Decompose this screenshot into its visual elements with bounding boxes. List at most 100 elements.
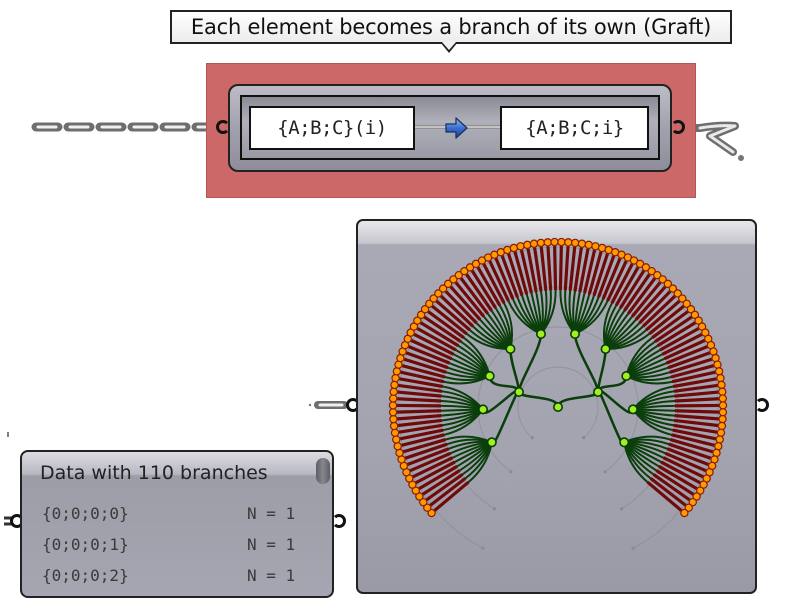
leaf-spoke: [397, 390, 442, 398]
leaf-node: [415, 492, 424, 501]
leaf-node: [668, 284, 678, 293]
leaf-node: [641, 263, 651, 272]
leaf-node: [449, 275, 458, 284]
leaf-spoke: [413, 333, 455, 356]
branch-path: {0;0;0;0}: [42, 504, 129, 523]
wire-fragment: [738, 155, 744, 161]
leaf-node: [509, 243, 519, 253]
leaf-node: [543, 238, 552, 247]
leaf-spoke: [546, 246, 553, 291]
data-panel[interactable]: Data with 110 branches {0;0;0;0} N = 1 {…: [20, 450, 334, 598]
leaf-spoke: [630, 281, 662, 318]
leaf-node: [392, 367, 402, 376]
leaf-spoke: [658, 464, 698, 490]
viewer-input-wire[interactable]: [308, 401, 348, 409]
leaf-node: [438, 284, 448, 293]
leaf-node: [682, 299, 691, 308]
leaf-spoke: [660, 460, 701, 485]
tree-branch: [573, 332, 600, 394]
leaf-node: [663, 279, 673, 289]
panel-input-grip[interactable]: [10, 514, 24, 528]
leaf-node: [718, 387, 727, 396]
leaf-spoke: [470, 269, 498, 309]
branch-node: [593, 387, 604, 398]
leaf-node: [434, 289, 443, 298]
leaf-node: [690, 310, 700, 320]
guide-arc: [477, 326, 639, 473]
leaf-spoke: [661, 333, 703, 356]
leaf-node: [423, 503, 432, 512]
leaf-node: [717, 380, 726, 390]
branch-node: [514, 387, 525, 398]
leaf-node: [684, 503, 693, 512]
leaf-spoke: [519, 249, 534, 294]
leaf-spoke: [423, 315, 462, 343]
leaf-spoke: [397, 409, 442, 414]
tree-branch: [517, 390, 560, 409]
leaf-spoke: [618, 269, 646, 309]
leaf-spoke: [409, 451, 452, 473]
leaf-spoke: [563, 246, 570, 291]
leaf-node: [460, 266, 469, 276]
panel-output-grip[interactable]: [332, 514, 346, 528]
leaf-spoke: [638, 290, 672, 325]
panel-scrollbar[interactable]: [316, 458, 330, 484]
leaf-node: [718, 414, 727, 424]
viewer-output-grip[interactable]: [755, 398, 769, 412]
leaf-node: [389, 421, 399, 431]
graft-input-grip[interactable]: [216, 120, 230, 134]
leaf-spoke: [410, 339, 453, 361]
leaf-node: [647, 266, 656, 276]
leaf-spoke: [513, 251, 529, 295]
leaf-spoke: [507, 253, 524, 297]
leaf-spoke: [425, 473, 464, 502]
branch-count: N = 1: [247, 504, 296, 523]
leaf-spoke: [646, 480, 683, 512]
leaf-spoke: [668, 442, 712, 460]
leaf-spoke: [669, 438, 714, 454]
leaf-spoke: [674, 418, 719, 428]
branch-node: [619, 437, 630, 448]
leaf-spoke: [476, 266, 502, 307]
leaf-spoke: [429, 477, 467, 507]
leaf-node: [564, 238, 573, 247]
leaf-spoke: [674, 414, 719, 421]
leaf-node: [389, 414, 398, 424]
branch-node: [535, 328, 546, 339]
leaf-node: [529, 239, 539, 248]
leaf-node: [717, 421, 727, 431]
leaf-spoke: [401, 364, 446, 379]
tree-viewer[interactable]: [356, 219, 757, 594]
branch-path: {0;0;0;1}: [42, 535, 129, 554]
leaf-node: [718, 401, 728, 410]
leaf-node: [413, 316, 422, 325]
guide-arc-end: [530, 436, 534, 440]
tree-branch: [440, 408, 485, 412]
leaf-node: [388, 408, 398, 417]
leaf-spoke: [568, 246, 577, 291]
leaf-spoke: [444, 290, 478, 325]
leaf-spoke: [488, 260, 510, 302]
leaf-node: [391, 373, 400, 383]
leaf-spoke: [673, 423, 718, 434]
leaf-spoke: [667, 351, 711, 370]
graft-output-wire[interactable]: [674, 121, 744, 161]
leaf-node: [713, 360, 722, 369]
leaf-node: [678, 294, 687, 303]
leaf-spoke: [627, 277, 657, 315]
leaf-spoke: [459, 277, 489, 315]
guide-arc-end: [492, 507, 497, 511]
leaf-spoke: [419, 321, 460, 348]
branch-node: [478, 404, 489, 415]
leaf-node: [465, 263, 475, 272]
graft-output-grip[interactable]: [671, 120, 685, 134]
leaf-node: [591, 242, 600, 251]
leaf-spoke: [592, 253, 609, 297]
branch-path: {0;0;0;2}: [42, 566, 129, 585]
leaf-spoke: [440, 295, 475, 328]
leaf-spoke: [674, 409, 719, 414]
leaf-spoke: [401, 433, 445, 447]
leaf-node: [718, 408, 728, 417]
leaf-spoke: [454, 281, 486, 318]
viewer-input-grip[interactable]: [346, 398, 360, 412]
